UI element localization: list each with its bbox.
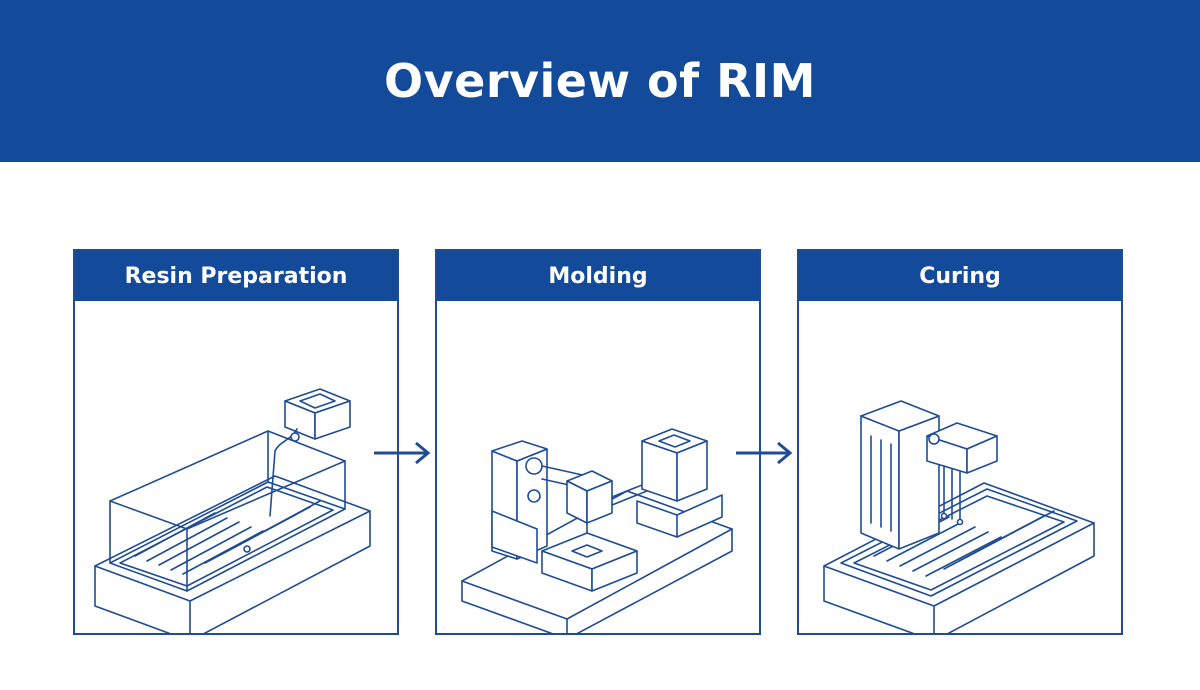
title-banner: Overview of RIM bbox=[0, 0, 1200, 162]
stage-header: Curing bbox=[799, 251, 1121, 301]
stage-label: Resin Preparation bbox=[124, 263, 348, 289]
stage-label: Curing bbox=[919, 263, 1001, 289]
stage-label: Molding bbox=[548, 263, 648, 289]
arrow-right-icon bbox=[736, 441, 793, 465]
stage-panel-molding: Molding bbox=[435, 249, 761, 635]
curing-oven-icon bbox=[823, 400, 1095, 633]
page-title: Overview of RIM bbox=[384, 54, 816, 108]
stage-header: Resin Preparation bbox=[75, 251, 397, 301]
stage-header: Molding bbox=[437, 251, 759, 301]
resin-tank-icon bbox=[94, 388, 371, 633]
molding-press-icon bbox=[461, 428, 733, 633]
stage-panel-curing: Curing bbox=[797, 249, 1123, 635]
arrow-right-icon bbox=[374, 441, 431, 465]
stage-panel-resin-preparation: Resin Preparation bbox=[73, 249, 399, 635]
